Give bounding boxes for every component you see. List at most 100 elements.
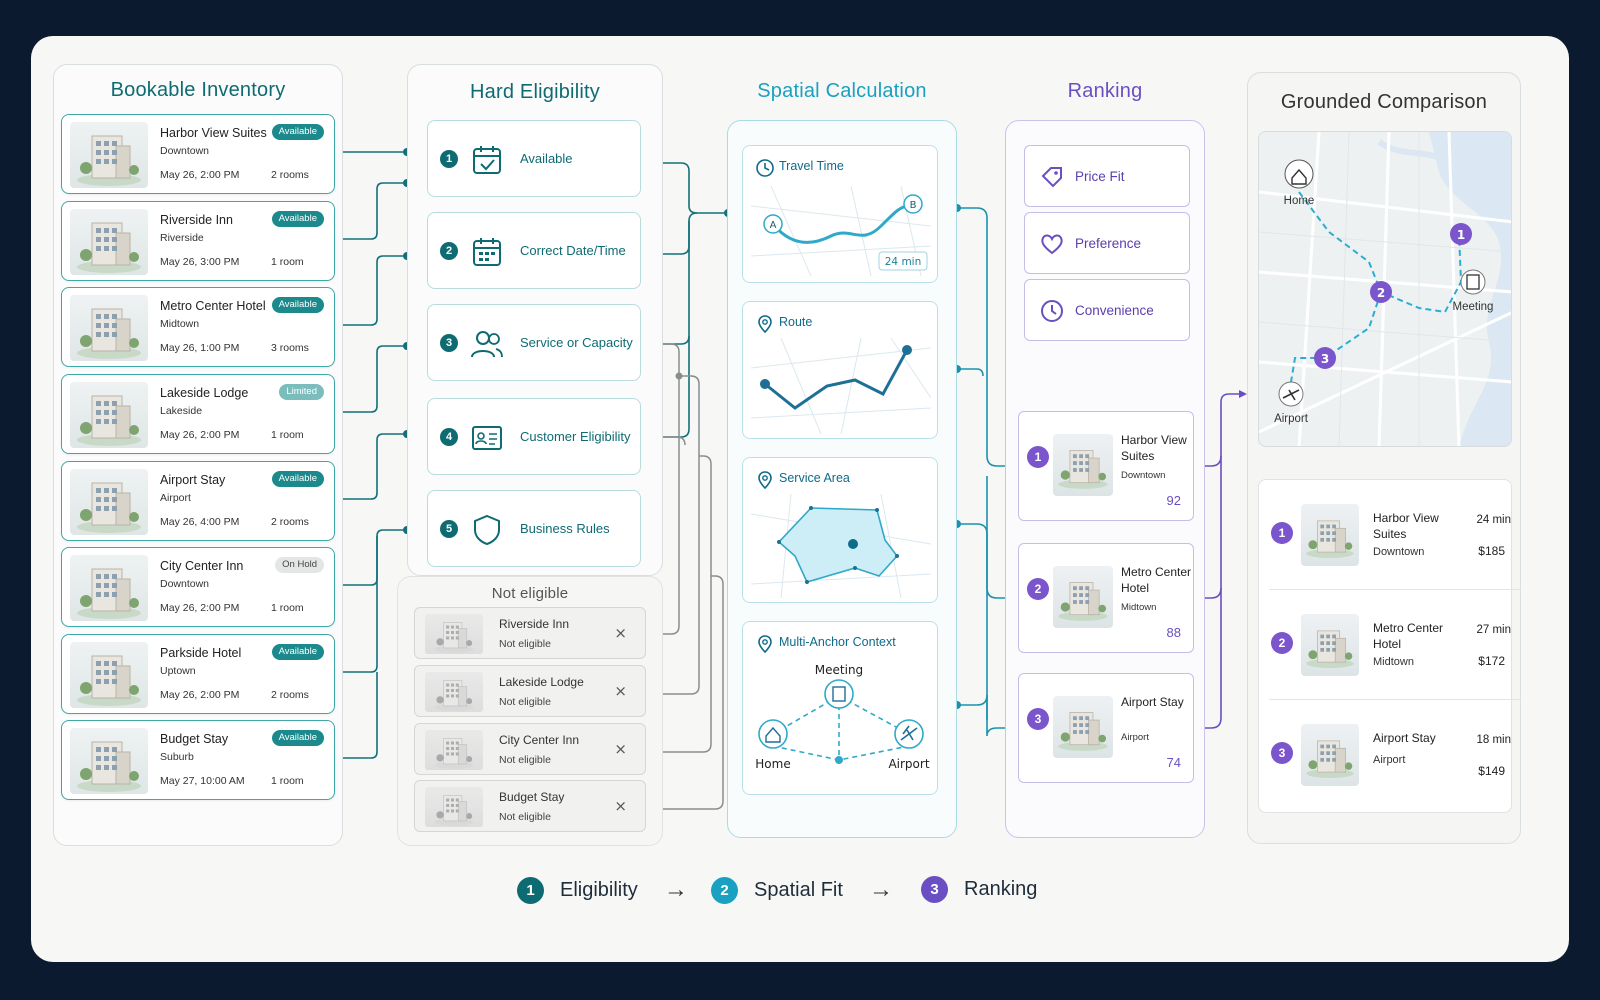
close-icon[interactable]: × — [614, 682, 627, 700]
calendar-grid-icon — [470, 235, 504, 269]
hotel-rooms: 2 rooms — [271, 516, 309, 528]
hotel-thumbnail — [1053, 434, 1113, 496]
travel-time: 24 min — [1476, 514, 1511, 526]
hotel-name: Parkside Hotel — [160, 646, 242, 660]
map-svg: Home Meeting Airport 1 2 3 — [1259, 132, 1511, 446]
hotel-rooms: 1 room — [271, 602, 304, 614]
hotel-thumbnail — [70, 295, 148, 361]
route-card[interactable]: Route — [742, 301, 938, 439]
hotel-building-icon — [77, 741, 141, 792]
hotel-thumbnail — [1301, 614, 1359, 676]
criterion-label: Price Fit — [1075, 168, 1125, 184]
legend-label: Ranking — [964, 878, 1038, 900]
hotel-building-icon — [77, 482, 141, 533]
map-pin-2[interactable]: 2 — [1377, 286, 1385, 300]
status-badge: Available — [271, 644, 324, 660]
hotel-name: Lakeside Lodge — [499, 675, 584, 689]
hotel-rooms: 1 room — [271, 429, 304, 441]
service-area-card[interactable]: Service Area — [742, 457, 938, 603]
criterion-preference[interactable]: Preference — [1024, 212, 1190, 274]
heart-icon — [1039, 231, 1065, 261]
calendar-check-icon — [470, 143, 504, 177]
eligibility-status: Not eligible — [499, 696, 551, 708]
home-label: Home — [755, 757, 790, 771]
map-pin-3[interactable]: 3 — [1321, 352, 1329, 366]
map-pin-1[interactable]: 1 — [1457, 228, 1465, 242]
travel-time-map: A B 24 min — [751, 186, 931, 276]
travel-time-card[interactable]: Travel Time A B 24 min — [742, 145, 938, 283]
step-label: Business Rules — [520, 521, 610, 536]
hotel-building-icon — [434, 738, 474, 769]
pin-icon — [758, 635, 772, 654]
multi-anchor-graph: Meeting Home Airport — [755, 663, 930, 771]
close-icon[interactable]: × — [614, 740, 627, 758]
hotel-thumbnail — [70, 382, 148, 448]
criterion-convenience[interactable]: Convenience — [1024, 279, 1190, 341]
plane-icon — [900, 725, 918, 741]
comparison-panel: Grounded Comparison — [1247, 72, 1521, 844]
criterion-price-fit[interactable]: Price Fit — [1024, 145, 1190, 207]
hotel-date: May 26, 2:00 PM — [160, 169, 240, 181]
hotel-name: Metro Center Hotel — [160, 299, 266, 313]
status-badge: Available — [271, 211, 324, 227]
hotel-area: Midtown — [1373, 656, 1414, 668]
hotel-name: Budget Stay — [499, 790, 565, 804]
hotel-area: Suburb — [160, 751, 194, 763]
multi-anchor-card[interactable]: Multi-Anchor Context Meeting Home Airpor… — [742, 621, 938, 795]
step-number: 3 — [440, 334, 458, 352]
hotel-rooms: 3 rooms — [271, 342, 309, 354]
hotel-name: Metro Center Hotel — [1121, 565, 1192, 595]
inventory-panel: Bookable Inventory — [53, 64, 343, 846]
pin-icon — [758, 315, 772, 334]
hotel-rooms: 1 room — [271, 775, 304, 787]
hotel-building-icon — [1058, 450, 1108, 489]
hotel-thumbnail — [70, 728, 148, 794]
step-number: 2 — [440, 242, 458, 260]
hotel-area: Midtown — [160, 318, 200, 330]
home-icon — [1291, 168, 1307, 185]
hotel-thumbnail — [425, 787, 483, 827]
hotel-building-icon — [77, 308, 141, 359]
spatial-panel: Travel Time A B 24 min Route — [727, 120, 957, 838]
step-number: 1 — [440, 150, 458, 168]
hotel-name: Airport Stay — [1373, 731, 1436, 745]
criterion-label: Preference — [1075, 235, 1142, 251]
close-icon[interactable]: × — [614, 797, 627, 815]
close-icon[interactable]: × — [614, 624, 627, 642]
meeting-label: Meeting — [815, 663, 863, 677]
travel-time: 27 min — [1476, 624, 1511, 636]
eligibility-title: Hard Eligibility — [470, 81, 600, 103]
comparison-map[interactable]: Home Meeting Airport 1 2 3 — [1258, 131, 1512, 447]
hotel-area: Uptown — [160, 665, 196, 677]
criterion-label: Convenience — [1075, 302, 1154, 318]
hotel-thumbnail — [70, 555, 148, 621]
map-meeting-label: Meeting — [1453, 301, 1494, 313]
